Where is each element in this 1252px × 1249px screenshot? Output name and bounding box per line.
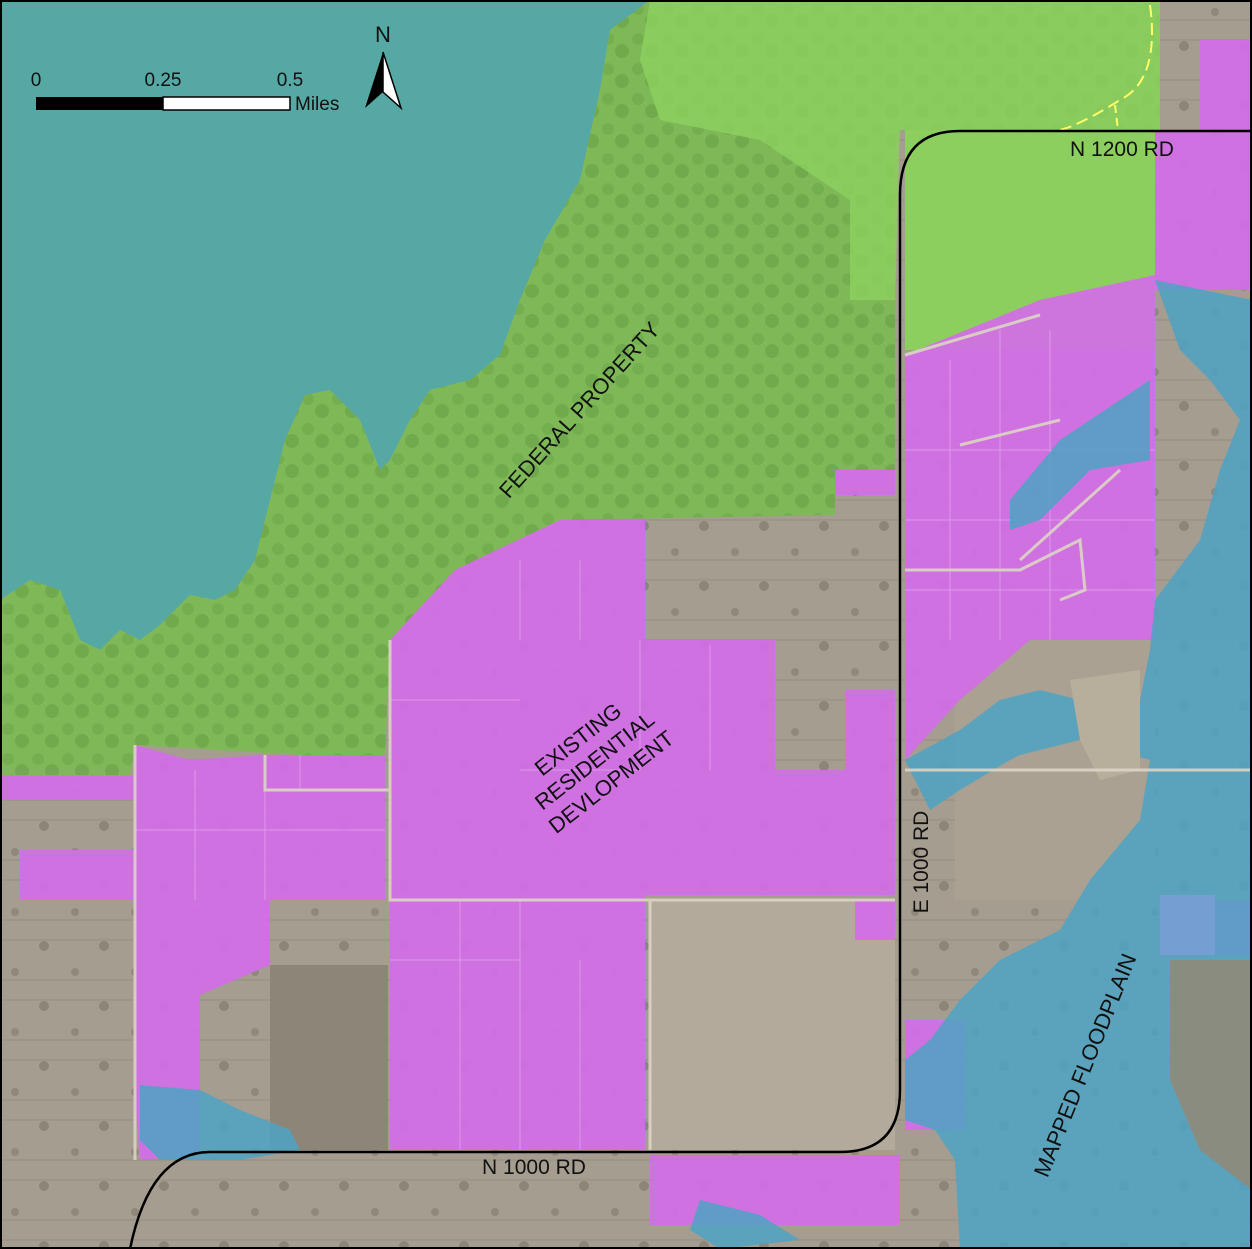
floodplain-east-branch [1010, 380, 1150, 530]
label-n1000-rd: N 1000 RD [482, 1156, 586, 1179]
federal-property-light [640, 0, 1160, 300]
floodplain-creek-middle [905, 690, 1080, 810]
scale-segment-black [36, 97, 163, 110]
farmland-field-south [270, 965, 388, 1150]
scale-tick-025: 0.25 [145, 70, 182, 91]
residential-small-east [855, 900, 895, 940]
floodplain-light-patch [1160, 895, 1215, 955]
main-roads [128, 129, 1252, 1249]
floodplain-south-island [1170, 960, 1252, 1190]
scale-tick-05: 0.5 [277, 70, 303, 91]
floodplain-inner-island [1070, 670, 1140, 780]
label-e1000-rd: E 1000 RD [910, 811, 933, 914]
scale-tick-0: 0 [31, 70, 42, 91]
floodplain-areas [140, 280, 1252, 1249]
floodplain-sw [140, 1085, 300, 1160]
north-letter: N [375, 22, 391, 47]
floodplain-east [905, 280, 1252, 1249]
residential-northeast [1155, 130, 1252, 290]
residential-south [650, 1155, 900, 1225]
residential-central [390, 520, 895, 1150]
dashed-boundary-line [1059, 4, 1153, 131]
scale-bar: 0 0.25 0.5 Miles [31, 70, 340, 115]
residential-west [0, 745, 385, 1160]
north-arrow-icon: N [365, 22, 403, 111]
scale-segment-white [162, 96, 291, 111]
label-n1200-rd: N 1200 RD [1070, 138, 1174, 161]
farmland-light-field [650, 900, 895, 1150]
residential-ne-strip [1200, 40, 1252, 130]
dashed-boundary-spur [1114, 104, 1119, 131]
residential-small-lot [835, 470, 895, 495]
minor-roads [133, 313, 1252, 1160]
scale-unit: Miles [295, 94, 339, 115]
lake-water [0, 0, 650, 650]
road-n1200-line [128, 129, 1252, 1249]
floodplain-south [690, 1200, 800, 1249]
